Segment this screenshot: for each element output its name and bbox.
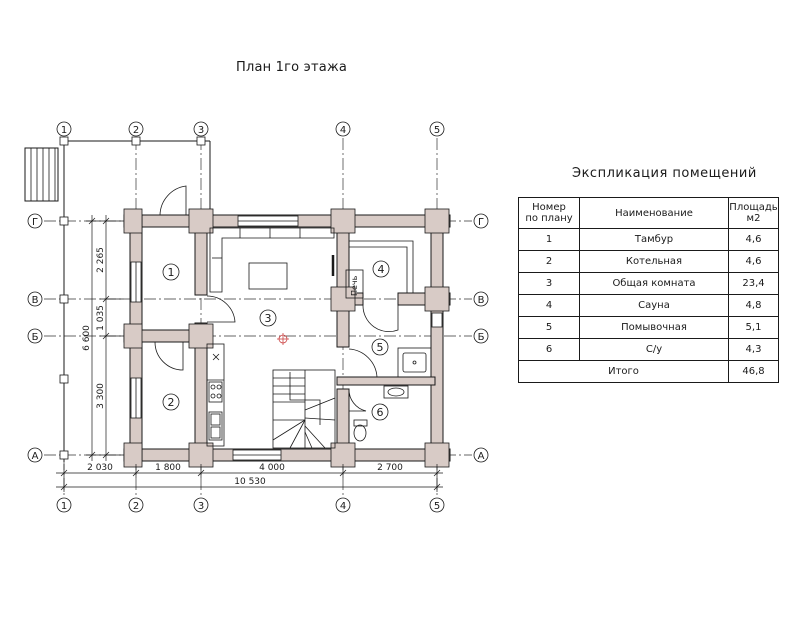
dim-left-3: 3 300 (96, 383, 106, 409)
table-row: 4 Сауна 4,8 (518, 294, 779, 317)
dim-bottom-total: 10 530 (234, 477, 266, 487)
row-name: Помывочная (579, 316, 729, 339)
stove-label: Печь (350, 275, 359, 296)
row-number: 5 (518, 316, 580, 339)
row-area: 23,4 (728, 272, 779, 295)
sauna-benches (345, 240, 414, 299)
dim-left-1: 2 265 (96, 247, 106, 273)
header-area-line2: м2 (746, 213, 761, 224)
axis-label-row-g-left: Г (32, 217, 38, 228)
axis-label-col-3-bottom: 3 (198, 501, 204, 512)
total-label: Итого (518, 360, 729, 383)
header-number-line2: по плану (525, 213, 573, 224)
explication-table: Номер по плану Наименование Площадь м2 1… (518, 197, 779, 383)
table-total-row: Итого 46,8 (518, 360, 779, 383)
row-name: С/у (579, 338, 729, 361)
axis-label-row-a-left: А (32, 451, 39, 462)
ceiling-lamp (277, 333, 289, 345)
dim-bottom-2: 1 800 (155, 463, 181, 473)
left-dimension-lines (86, 215, 124, 461)
row-name: Сауна (579, 294, 729, 317)
porch (24, 136, 211, 462)
room-number-5: 5 (377, 341, 384, 354)
axis-label-col-2-top: 2 (133, 125, 139, 136)
axis-label-row-b-right: Б (478, 332, 485, 343)
axis-label-col-5-bottom: 5 (434, 501, 440, 512)
explication-title: Экспликация помещений (572, 166, 757, 181)
dim-bottom-1: 2 030 (87, 463, 113, 473)
row-name: Котельная (579, 250, 729, 273)
room-number-1: 1 (168, 266, 175, 279)
bottom-dimension-lines (56, 464, 443, 492)
doors (154, 185, 399, 412)
dim-left-total: 6 600 (82, 325, 92, 351)
axis-label-row-g-right: Г (478, 217, 484, 228)
header-area: Площадь м2 (728, 197, 779, 229)
table-row: 3 Общая комната 23,4 (518, 272, 779, 295)
row-name: Тамбур (579, 228, 729, 251)
axis-label-col-1-bottom: 1 (61, 501, 67, 512)
axis-label-row-a-right: А (478, 451, 485, 462)
kitchen (206, 343, 225, 447)
row-number: 4 (518, 294, 580, 317)
plan-title: План 1го этажа (236, 60, 348, 75)
bathroom-fixtures (353, 347, 432, 442)
row-area: 4,6 (728, 250, 779, 273)
row-number: 6 (518, 338, 580, 361)
axis-bubbles (27, 121, 489, 513)
axis-label-col-3-top: 3 (198, 125, 204, 136)
axis-label-col-1-top: 1 (61, 125, 67, 136)
room-number-6: 6 (377, 406, 384, 419)
room-number-2: 2 (168, 396, 175, 409)
row-number: 2 (518, 250, 580, 273)
furniture (209, 227, 335, 293)
header-number-line1: Номер (532, 202, 566, 213)
table-header-row: Номер по плану Наименование Площадь м2 (518, 197, 779, 229)
row-number: 3 (518, 272, 580, 295)
header-name: Наименование (579, 197, 729, 229)
header-number: Номер по плану (518, 197, 580, 229)
row-number: 1 (518, 228, 580, 251)
row-area: 4,6 (728, 228, 779, 251)
axis-label-col-4-top: 4 (340, 125, 346, 136)
dim-bottom-4: 2 700 (377, 463, 403, 473)
dim-left-2: 1 035 (96, 305, 106, 331)
staircase (272, 369, 336, 449)
header-area-line1: Площадь (729, 202, 778, 213)
axis-label-col-4-bottom: 4 (340, 501, 346, 512)
room-number-3: 3 (265, 312, 272, 325)
axis-label-col-5-top: 5 (434, 125, 440, 136)
axis-label-row-b-left: Б (32, 332, 39, 343)
windows (130, 215, 443, 461)
axis-label-row-v-left: В (32, 295, 39, 306)
room-number-4: 4 (378, 263, 385, 276)
table-row: 6 С/у 4,3 (518, 338, 779, 361)
axis-grid-lines (44, 138, 472, 498)
total-area: 46,8 (728, 360, 779, 383)
row-name: Общая комната (579, 272, 729, 295)
row-area: 4,8 (728, 294, 779, 317)
dim-bottom-3: 4 000 (259, 463, 285, 473)
table-row: 5 Помывочная 5,1 (518, 316, 779, 339)
table-row: 1 Тамбур 4,6 (518, 228, 779, 251)
row-area: 4,3 (728, 338, 779, 361)
axis-label-col-2-bottom: 2 (133, 501, 139, 512)
row-area: 5,1 (728, 316, 779, 339)
axis-label-row-v-right: В (478, 295, 485, 306)
table-row: 2 Котельная 4,6 (518, 250, 779, 273)
